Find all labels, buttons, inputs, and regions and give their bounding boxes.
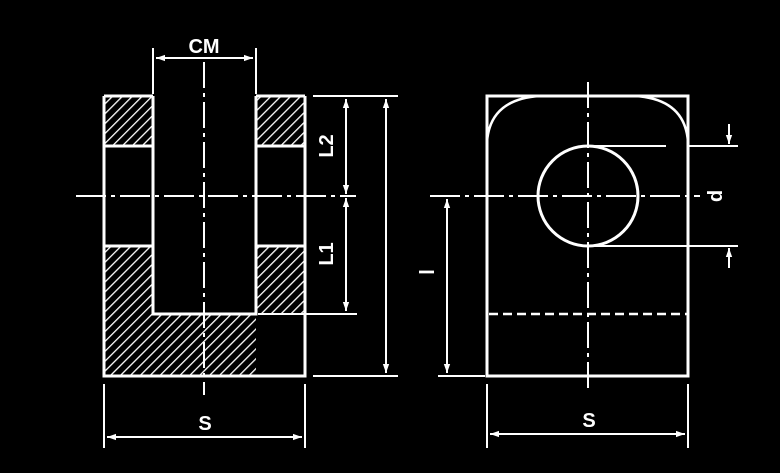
section-view: CM L2 L1 S: [76, 36, 398, 448]
hatch-top-right: [256, 96, 305, 146]
s-dimension-left: [103, 384, 306, 448]
hatch-bottom-left: [104, 246, 153, 376]
l1-label: L1: [316, 242, 338, 265]
cm-label: CM: [188, 36, 219, 58]
s-label-left: S: [198, 413, 211, 435]
l-dimension: [438, 199, 485, 377]
hatch-bottom-right: [256, 246, 305, 314]
s-label-right: S: [582, 410, 595, 432]
l-label: l: [417, 269, 439, 275]
side-view: d l S: [417, 82, 738, 448]
cm-dimension: [152, 48, 257, 94]
d-label: d: [705, 190, 727, 202]
l2-label: L2: [316, 134, 338, 157]
d-dimension: [588, 124, 738, 268]
hatch-top-left: [104, 96, 153, 146]
s-dimension-right: [486, 384, 689, 448]
rounded-corners: [485, 94, 690, 143]
side-outline: [485, 94, 690, 378]
